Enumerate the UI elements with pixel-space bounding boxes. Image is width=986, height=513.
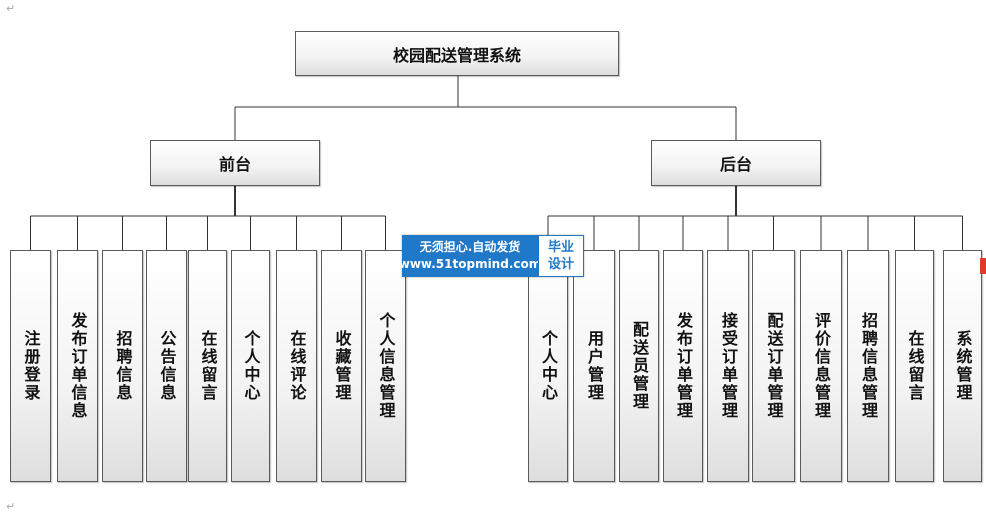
leaf-node: 评价信息管理: [800, 250, 842, 482]
leaf-node: 在线留言: [895, 250, 934, 482]
root-label: 校园配送管理系统: [392, 45, 521, 65]
leaf-label: 个人信息管理: [376, 312, 396, 420]
leaf-node: 在线评论: [276, 250, 317, 482]
leaf-label: 收藏管理: [332, 330, 352, 402]
leaf-node: 接受订单管理: [707, 250, 749, 482]
branch-node-backend: 后台: [651, 140, 821, 186]
leaf-label: 接受订单管理: [719, 312, 738, 420]
leaf-node: 个人中心: [528, 250, 568, 482]
watermark-badge-line2: 设计: [547, 257, 574, 272]
leaf-label: 配送订单管理: [764, 312, 784, 420]
paragraph-mark-icon: ↵: [6, 500, 16, 513]
leaf-node: 用户管理: [573, 250, 615, 482]
leaf-label: 配送员管理: [630, 321, 649, 411]
leaf-label: 在线留言: [905, 330, 925, 402]
leaf-node: 个人信息管理: [365, 250, 406, 482]
leaf-node: 个人中心: [231, 250, 270, 482]
watermark-line1: 无须担心.自动发货: [419, 240, 521, 254]
leaf-label: 评价信息管理: [812, 312, 831, 420]
leaf-node: 注册登录: [10, 250, 51, 482]
leaf-label: 发布订单信息: [68, 312, 88, 420]
leaf-node: 配送员管理: [619, 250, 659, 482]
watermark-line2: www.51topmind.com: [398, 257, 542, 271]
leaf-label: 系统管理: [953, 330, 973, 402]
leaf-label: 发布订单管理: [674, 312, 693, 420]
leaf-node: 收藏管理: [321, 250, 362, 482]
watermark-text: 无须担心.自动发货 www.51topmind.com: [399, 235, 541, 277]
leaf-node: 配送订单管理: [752, 250, 795, 482]
root-node: 校园配送管理系统: [295, 31, 619, 76]
leaf-node: 发布订单信息: [57, 250, 98, 482]
leaf-label: 注册登录: [21, 330, 41, 402]
leaf-label: 在线留言: [198, 330, 218, 402]
edge-tab: [980, 258, 986, 274]
watermark-badge-line1: 毕业: [547, 240, 574, 255]
leaf-node: 系统管理: [943, 250, 982, 482]
leaf-node: 招聘信息: [102, 250, 143, 482]
branch-node-frontend: 前台: [150, 140, 320, 186]
leaf-label: 招聘信息: [113, 330, 133, 402]
branch-label: 后台: [719, 155, 752, 174]
leaf-label: 个人中心: [539, 330, 558, 402]
watermark-badge: 无须担心.自动发货 www.51topmind.com 毕业 设计: [399, 235, 584, 277]
leaf-label: 招聘信息管理: [859, 312, 878, 420]
branch-label: 前台: [218, 155, 251, 174]
leaf-node: 招聘信息管理: [847, 250, 889, 482]
paragraph-mark-icon: ↵: [6, 2, 16, 15]
leaf-node: 发布订单管理: [663, 250, 703, 482]
leaf-label: 在线评论: [287, 330, 307, 402]
leaf-label: 用户管理: [585, 330, 604, 402]
leaf-node: 公告信息: [146, 250, 187, 482]
watermark-tag: 毕业 设计: [538, 235, 584, 277]
leaf-label: 公告信息: [157, 330, 177, 402]
leaf-node: 在线留言: [188, 250, 227, 482]
leaf-label: 个人中心: [241, 330, 261, 402]
